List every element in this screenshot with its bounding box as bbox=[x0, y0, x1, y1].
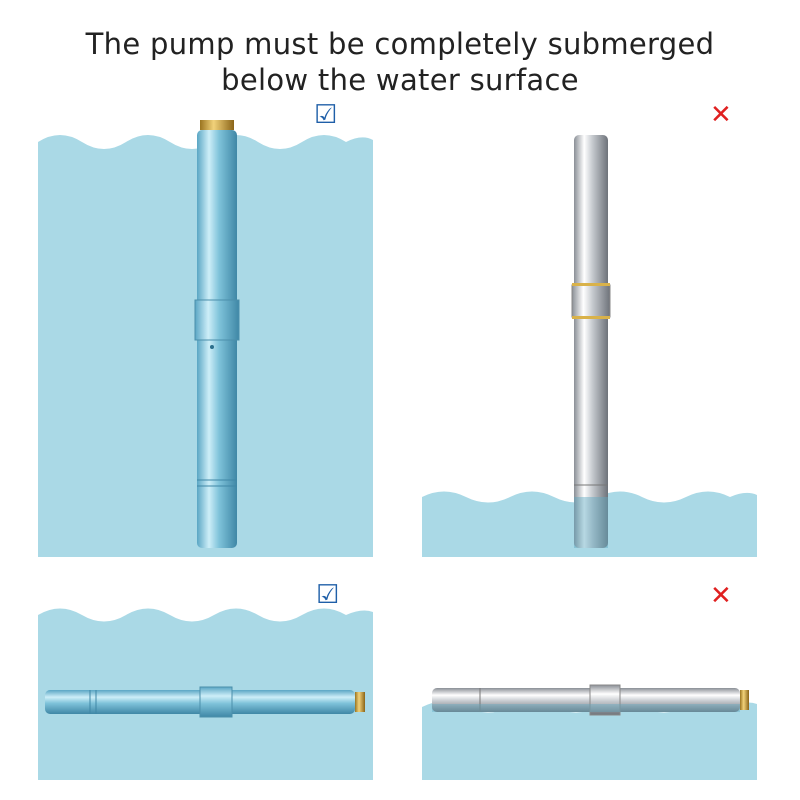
panel-horizontal-submerged bbox=[38, 608, 373, 780]
cross-icon: ✕ bbox=[710, 581, 732, 611]
check-icon: ☑ bbox=[314, 100, 338, 130]
pump-vertical-blue bbox=[194, 120, 240, 548]
panel-vertical-submerged bbox=[38, 120, 373, 557]
panel-vertical-not-submerged bbox=[422, 135, 757, 557]
page-title: The pump must be completely submerged be… bbox=[0, 26, 800, 98]
panel-horizontal-not-submerged bbox=[422, 684, 757, 780]
cross-icon: ✕ bbox=[710, 100, 732, 130]
check-icon: ☑ bbox=[316, 580, 340, 610]
water bbox=[422, 701, 757, 780]
title-line-1: The pump must be completely submerged bbox=[85, 27, 715, 61]
pump-horizontal-blue bbox=[45, 686, 365, 718]
pump-horizontal-silver bbox=[432, 684, 749, 716]
title-line-2: below the water surface bbox=[221, 63, 579, 97]
pump-vertical-silver bbox=[571, 135, 611, 548]
